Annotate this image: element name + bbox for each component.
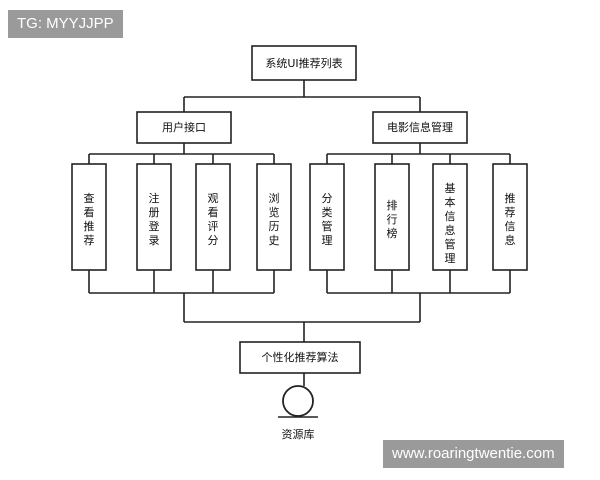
browse-history-label: 浏览历史 xyxy=(269,191,280,247)
recommendation-info-label: 推荐信息 xyxy=(505,191,516,247)
node-basic-info-management: 基本信息管理 xyxy=(432,163,468,271)
node-browse-history: 浏览历史 xyxy=(256,163,292,271)
view-recommendations-label: 查看推荐 xyxy=(84,191,95,247)
node-category-management: 分类管理 xyxy=(309,163,345,271)
movie-info-management-label: 电影信息管理 xyxy=(387,120,453,134)
algorithm-label: 个性化推荐算法 xyxy=(262,350,339,364)
database-icon xyxy=(278,385,318,418)
database-label: 资源库 xyxy=(282,427,315,441)
register-login-label: 注册登录 xyxy=(149,191,160,247)
node-leaderboard: 排行榜 xyxy=(374,163,410,271)
watch-rate-label: 观看评分 xyxy=(208,192,219,247)
node-movie-info-management: 电影信息管理 xyxy=(372,111,468,144)
node-user-interface: 用户接口 xyxy=(136,111,232,144)
category-management-label: 分类管理 xyxy=(322,192,333,247)
node-recommendation-info: 推荐信息 xyxy=(492,163,528,271)
basic-info-management-label: 基本信息管理 xyxy=(445,182,456,265)
node-personalized-algorithm: 个性化推荐算法 xyxy=(239,341,361,374)
connector-lines xyxy=(88,80,511,386)
root-label: 系统UI推荐列表 xyxy=(265,56,342,70)
watermark-tg: TG: MYYJJPP xyxy=(8,10,123,38)
node-root: 系统UI推荐列表 xyxy=(251,45,357,81)
watermark-site: www.roaringtwentie.com xyxy=(383,440,564,468)
node-register-login: 注册登录 xyxy=(136,163,172,271)
user-interface-label: 用户接口 xyxy=(162,120,206,134)
leaderboard-label: 排行榜 xyxy=(387,198,398,240)
node-view-recommendations: 查看推荐 xyxy=(71,163,107,271)
node-watch-rate: 观看评分 xyxy=(195,163,231,271)
